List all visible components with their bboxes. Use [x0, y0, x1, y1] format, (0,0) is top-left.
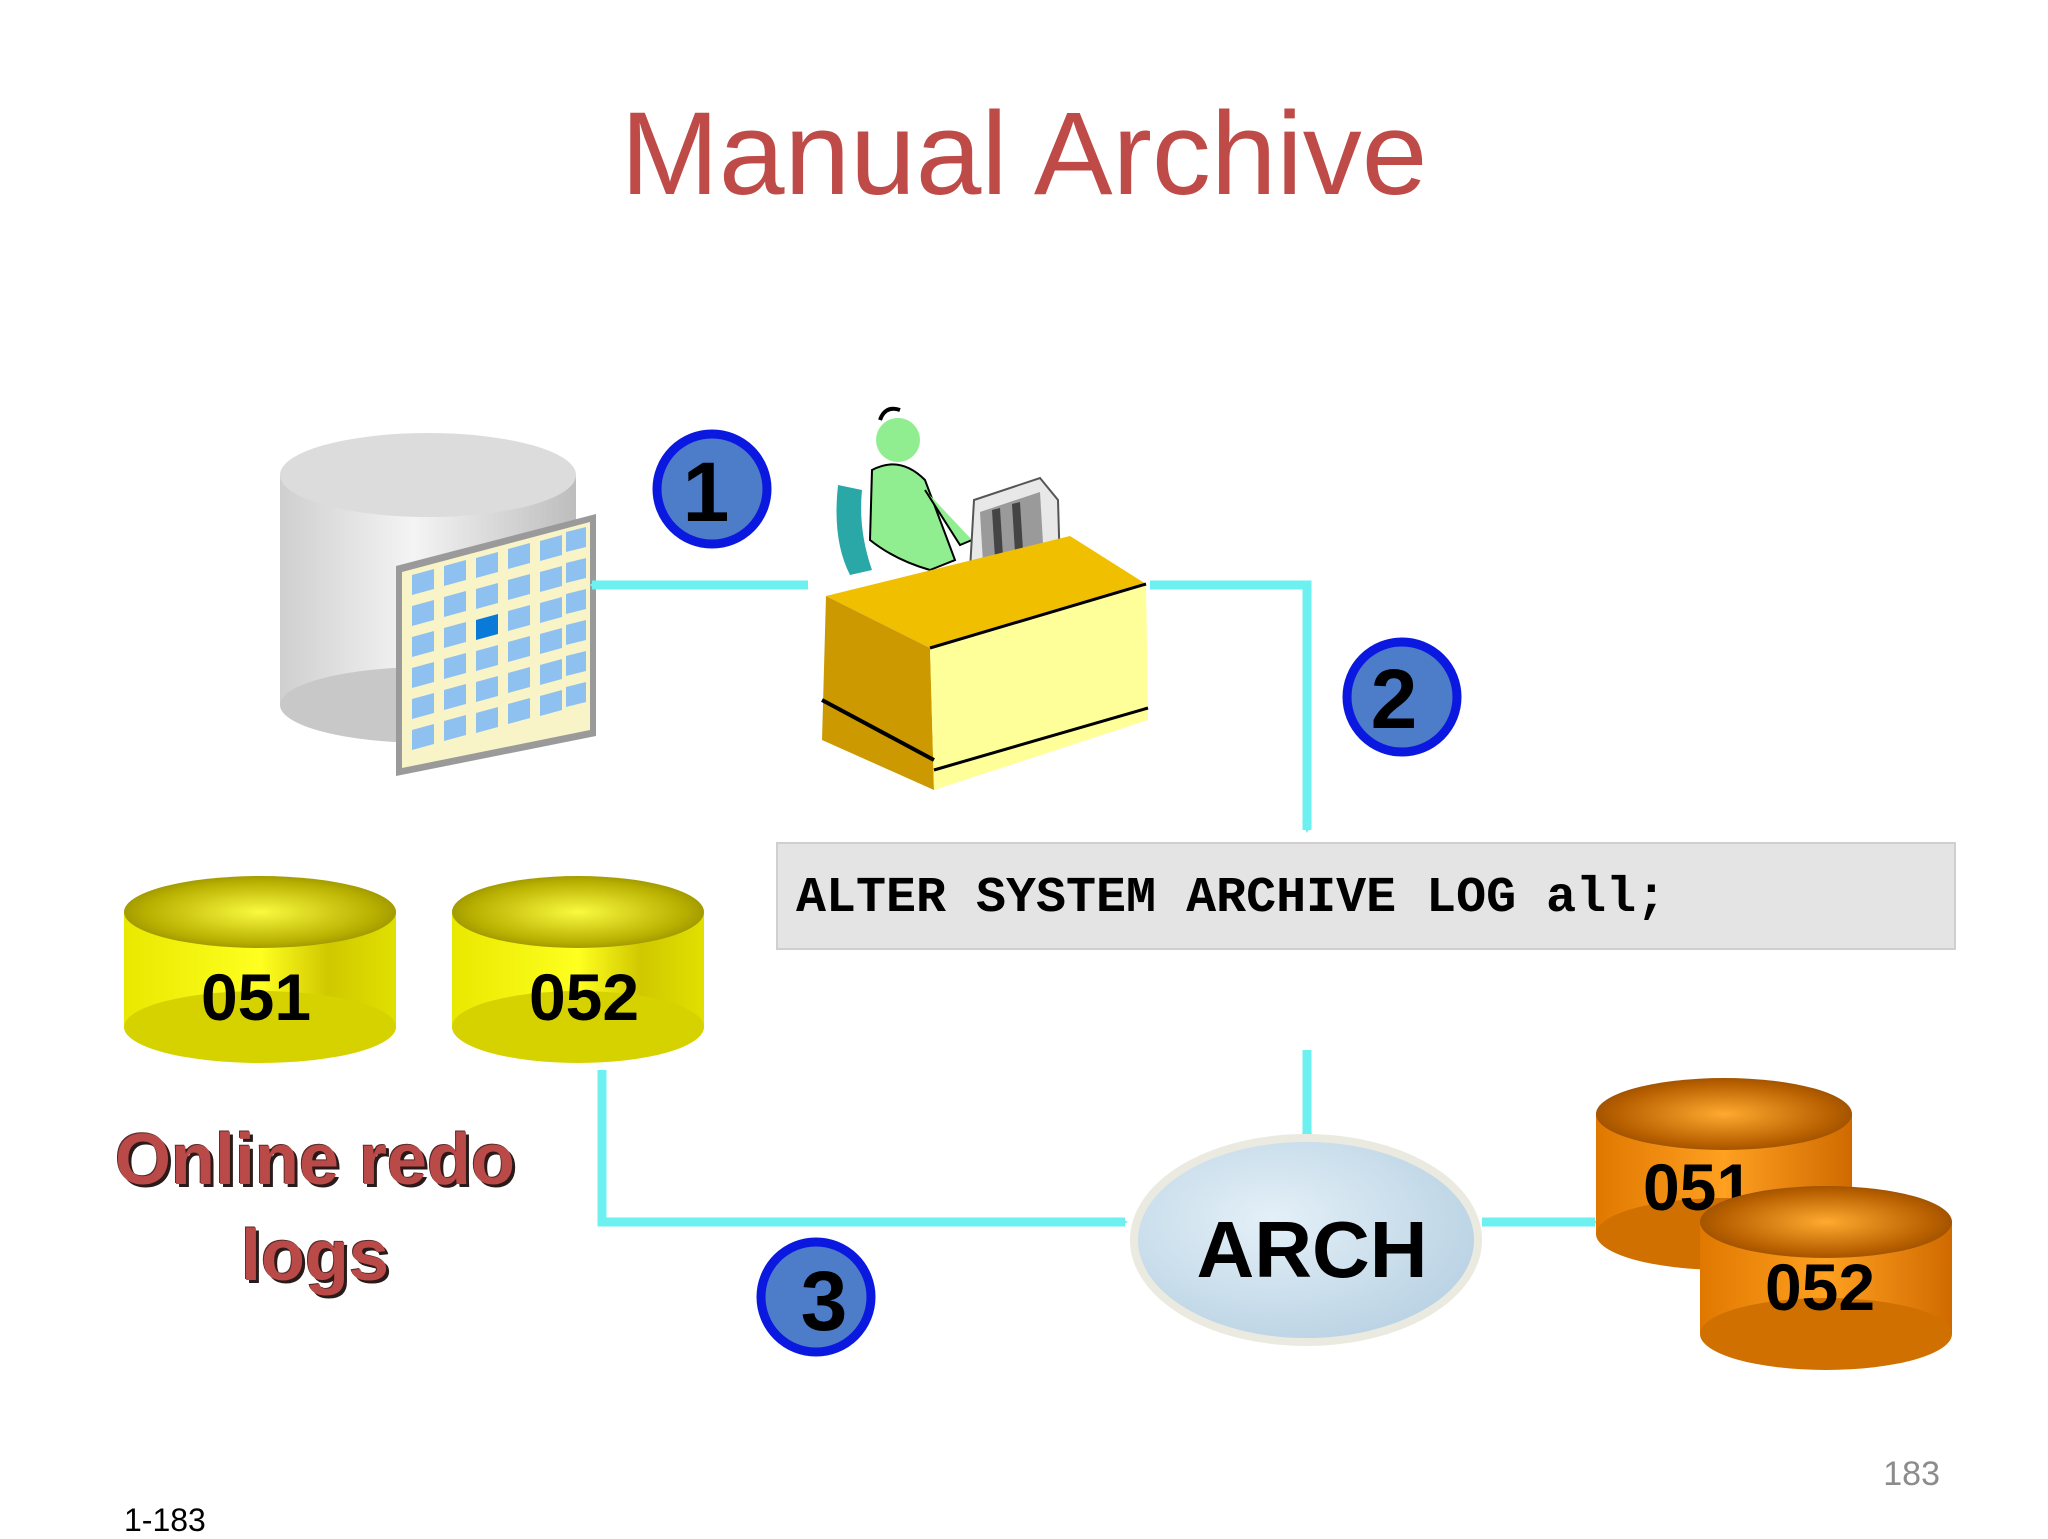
arch-process: ARCH [1130, 1134, 1482, 1346]
svg-text:3: 3 [801, 1254, 848, 1348]
database-icon [280, 433, 596, 776]
step-badge-3: 3 [756, 1237, 876, 1357]
sql-command-text: ALTER SYSTEM ARCHIVE LOG all; [796, 870, 1667, 927]
svg-text:2: 2 [1371, 652, 1418, 746]
flow-arrows [589, 580, 1598, 1227]
slide-id: 1-183 [124, 1502, 206, 1538]
online-redo-log-052: 052 [452, 876, 704, 1063]
svg-text:052: 052 [1765, 1250, 1875, 1324]
arrow-step-2 [1150, 580, 1312, 833]
sql-command-box: ALTER SYSTEM ARCHIVE LOG all; [776, 842, 1956, 950]
datafile-grid-icon [412, 527, 586, 750]
arrow-step-3 [597, 1070, 1128, 1227]
page-number: 183 [1883, 1455, 1940, 1493]
page-title: Manual Archive [620, 88, 1428, 220]
archived-log-052: 052 [1700, 1186, 1952, 1370]
svg-text:ARCH: ARCH [1196, 1205, 1427, 1294]
step-badge-2: 2 [1342, 637, 1462, 757]
svg-text:051: 051 [201, 960, 311, 1034]
svg-text:052: 052 [529, 960, 639, 1034]
online-redo-log-051: 051 [124, 876, 396, 1063]
dba-workstation-icon [821, 406, 1149, 790]
svg-text:1: 1 [683, 445, 730, 539]
step-badge-1: 1 [652, 429, 772, 549]
online-redo-logs-label: Online redo logs [114, 1120, 516, 1296]
